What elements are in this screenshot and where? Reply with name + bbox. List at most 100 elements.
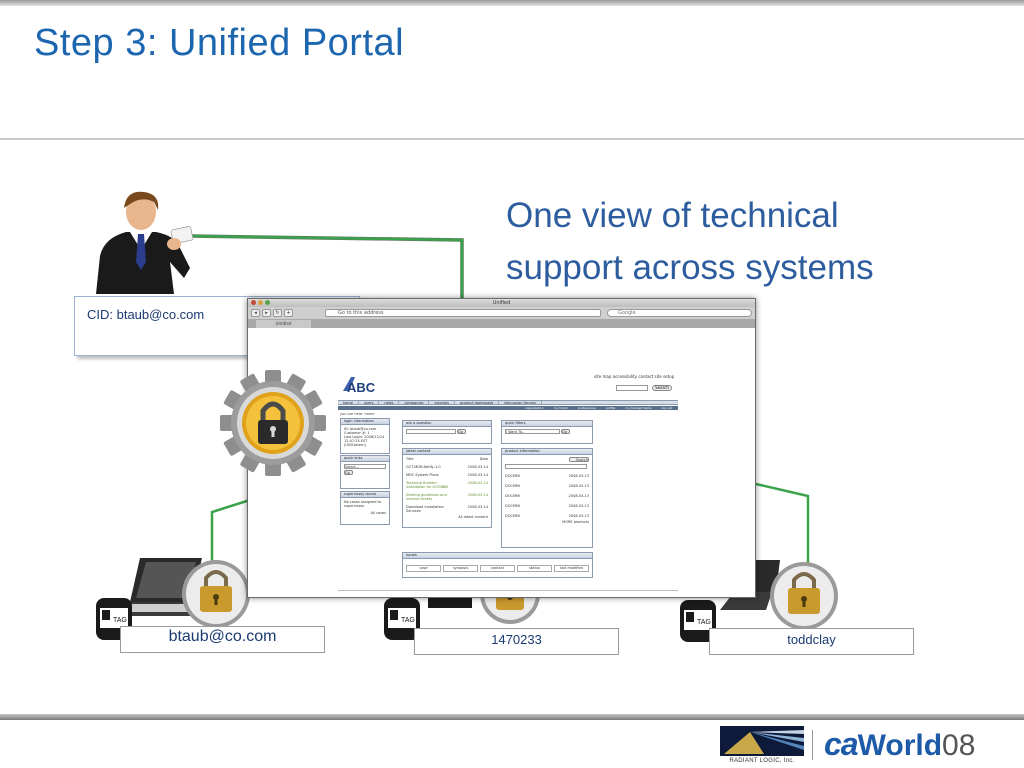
quick-filters-go[interactable]: Go (561, 429, 571, 434)
lock-gear-icon (220, 370, 326, 476)
user-id-label: CID: btaub@co.com (87, 307, 205, 322)
nav-companies[interactable]: companies (399, 401, 430, 405)
issues-panel: issues case synopsis contact status last… (402, 552, 593, 578)
window-controls[interactable] (251, 300, 270, 305)
product-date: 2008-03-13 (568, 484, 589, 488)
nav-product-downloads[interactable]: product downloads (455, 401, 500, 405)
ask-question-input[interactable] (406, 429, 456, 434)
latest-col-title: Title (406, 457, 414, 461)
system-id-card-1: btaub@co.com (120, 626, 325, 653)
site-top-links[interactable]: site map accessibility contact site setu… (594, 374, 675, 379)
ca-world-logo: caWorld08 (824, 726, 975, 763)
nav-discussion-forums[interactable]: discussion forums (499, 401, 542, 405)
supervisory-issues-panel: supervisory issues No cases assigned to … (340, 491, 390, 525)
latest-content-title: latest content (403, 449, 491, 455)
login-customer: Customer #: 1 (344, 431, 370, 435)
forward-arrow-icon[interactable]: ▸ (262, 309, 271, 317)
back-arrow-icon[interactable]: ◂ (251, 309, 260, 317)
supervisory-text: No cases assigned to supervisors (344, 500, 382, 508)
subnav-log-out[interactable]: log out (661, 406, 672, 410)
ask-question-go[interactable]: Go (457, 429, 467, 434)
system-id-label-2: 1470233 (491, 632, 542, 647)
latest-row-title[interactable]: MDC System Plans (406, 473, 439, 477)
supervisory-issues-title: supervisory issues (341, 492, 389, 498)
subnav-my-tracked-items[interactable]: my tracked items (625, 406, 652, 410)
login-info-title: login information (341, 419, 389, 425)
nav-home[interactable]: home (338, 401, 359, 405)
slide-title: Step 3: Unified Portal (34, 22, 405, 64)
latest-row-date: 2008-03-14 (467, 505, 488, 509)
system-id-card-3: toddclay (709, 628, 914, 655)
subtitle-line-2: support across systems (506, 248, 874, 287)
subnav-my-folder[interactable]: my folder (553, 406, 569, 410)
login-id: ID: btaub@co.com (344, 427, 377, 431)
product-date: 2008-03-13 (568, 494, 589, 498)
supervisory-all-cases-link[interactable]: All cases (370, 511, 386, 515)
latest-more-link[interactable]: All latest content (458, 515, 488, 519)
nav-users[interactable]: users (359, 401, 380, 405)
radiant-logic-logo (720, 726, 804, 756)
system-id-label-1: btaub@co.com (168, 628, 277, 645)
breadcrumb: you are here: home (340, 412, 375, 416)
site-search-button[interactable]: Search (652, 385, 672, 391)
latest-content-panel: latest content Title Date GCT-MDR-Netlfy-… (402, 448, 492, 528)
product-search-button[interactable]: Search (569, 457, 589, 462)
site-subnav-bar: organization my folder preferences profi… (338, 406, 678, 410)
latest-row-title[interactable]: GCT-MDR-Netlfy-1.0 (406, 465, 441, 469)
product-date: 2008-03-13 (568, 504, 589, 508)
radiant-logic-wordmark: RADIANT LOGIC, Inc. (729, 758, 795, 764)
issues-col-synopsis[interactable]: synopsis (443, 565, 478, 572)
product-date: 2008-03-13 (568, 514, 589, 518)
product-item[interactable]: DOCMMI (505, 474, 520, 478)
latest-row-date: 2008-03-14 (467, 473, 488, 477)
world-logo-text: World (857, 729, 943, 762)
browser-search-field[interactable]: Google (607, 309, 752, 317)
browser-titlebar: Unified (248, 299, 755, 307)
login-info-panel: login information ID: btaub@co.com Custo… (340, 418, 390, 454)
latest-row-title[interactable]: Download Installation Services (406, 505, 444, 513)
nav-news[interactable]: news (379, 401, 400, 405)
address-bar[interactable]: Go to this address (325, 309, 601, 317)
quick-links-go[interactable]: Go (344, 469, 353, 475)
login-last: Last Login: 2008/12/14 (344, 435, 385, 439)
subnav-preferences[interactable]: preferences (578, 406, 596, 410)
portal-browser-window: Unified ◂ ▸ ↻ + Go to this address Googl… (247, 298, 756, 598)
browser-tab[interactable]: Untitled (256, 320, 311, 328)
latest-row-date: 2008-03-14 (467, 465, 488, 469)
product-more-link[interactable]: MORE products (562, 520, 589, 524)
issues-col-contact[interactable]: contact (480, 565, 515, 572)
world-year-text: 08 (942, 729, 976, 762)
add-icon[interactable]: + (284, 309, 293, 317)
issues-col-status[interactable]: status (517, 565, 552, 572)
product-item[interactable]: DOCMMI (505, 494, 520, 498)
product-item[interactable]: DOCMMI (505, 504, 520, 508)
browser-toolbar: ◂ ▸ ↻ + Go to this address Google (248, 307, 755, 319)
product-item[interactable]: DOCMMI (505, 514, 520, 518)
nav-tutorials[interactable]: tutorials (429, 401, 455, 405)
page-footer-rule (338, 590, 678, 591)
top-border (0, 0, 1024, 6)
quick-links-select[interactable]: Select... (344, 464, 386, 469)
ask-question-panel: ask a question Go (402, 420, 492, 444)
latest-row-title[interactable]: Starting guidelines and internal tickets (406, 493, 447, 501)
bottom-border (0, 714, 1024, 720)
reload-icon[interactable]: ↻ (273, 309, 282, 317)
product-item[interactable]: DOCMMI (505, 484, 520, 488)
logo-separator (812, 730, 813, 760)
site-nav-bar: home users news companies tutorials prod… (338, 400, 678, 405)
subnav-organization[interactable]: organization (525, 406, 544, 410)
quick-links-title: quick links (341, 456, 389, 462)
quick-filters-select[interactable]: I Want To... (505, 429, 560, 434)
product-search-input[interactable] (505, 464, 587, 469)
issues-col-last-modified[interactable]: last modified (554, 565, 589, 572)
latest-col-date: Date (479, 457, 488, 461)
issues-col-case[interactable]: case (406, 565, 441, 572)
site-search-input[interactable] (616, 385, 648, 391)
laptop-device-1: TAG (96, 558, 250, 640)
svg-text:TAG: TAG (401, 617, 415, 624)
latest-row-date: 2008-03-14 (467, 493, 488, 497)
latest-row-title[interactable]: Technical Bulletin: Installation for GOG… (406, 481, 448, 489)
issues-title: issues (403, 553, 592, 559)
subnav-profile[interactable]: profile (605, 406, 616, 410)
